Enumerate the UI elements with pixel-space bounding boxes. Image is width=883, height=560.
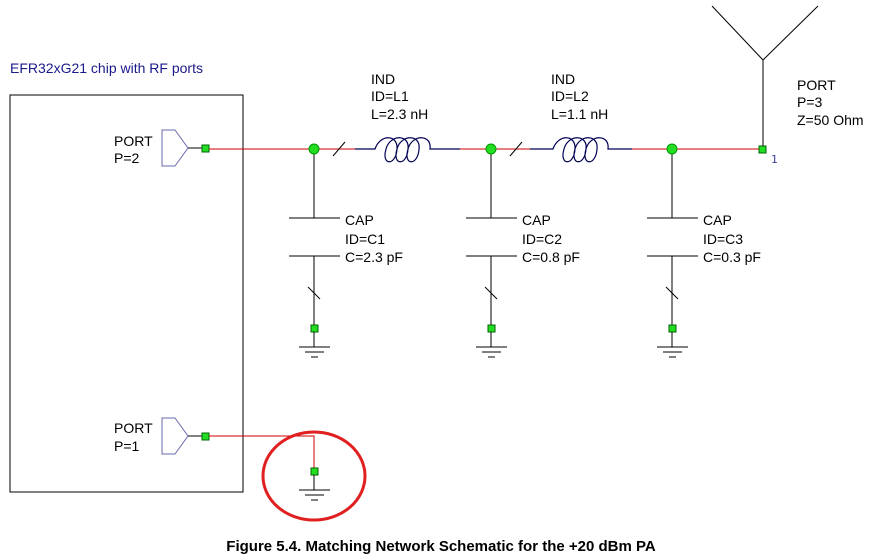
capacitor-c3-pin <box>668 324 677 333</box>
port-3-pin <box>758 145 767 154</box>
port-3-pin-number: 1 <box>771 153 778 166</box>
capacitor-c2-id: ID=C2 <box>522 231 562 247</box>
junction-node-3 <box>666 143 678 155</box>
capacitor-c1: CAP ID=C1 C=2.3 pF <box>289 150 403 358</box>
port-1-number: P=1 <box>114 438 140 454</box>
capacitor-c3-id: ID=C3 <box>703 231 743 247</box>
capacitor-c2: CAP ID=C2 C=0.8 pF <box>466 150 580 358</box>
capacitor-c3-type: CAP <box>703 212 732 228</box>
wire-port1-to-ground <box>209 435 315 468</box>
inductor-l1-value: L=2.3 nH <box>371 106 428 122</box>
inductor-l2-id: ID=L2 <box>551 88 589 104</box>
inductor-l2: IND ID=L2 L=1.1 nH <box>509 71 632 163</box>
port-3-number: P=3 <box>797 94 823 110</box>
capacitor-c2-value: C=0.8 pF <box>522 249 580 265</box>
inductor-l1-type: IND <box>371 71 395 87</box>
antenna-icon <box>711 5 819 146</box>
ground-icon <box>299 332 330 358</box>
inductor-l1: IND ID=L1 L=2.3 nH <box>332 71 460 163</box>
chip-label: EFR32xG21 chip with RF ports <box>10 60 203 76</box>
capacitor-c1-value: C=2.3 pF <box>345 249 403 265</box>
port-3: 1 PORT P=3 Z=50 Ohm <box>711 5 864 166</box>
chip-box <box>9 94 244 493</box>
capacitor-c3: CAP ID=C3 C=0.3 pF <box>647 150 761 358</box>
junction-node-1 <box>308 143 320 155</box>
inductor-l2-value: L=1.1 nH <box>551 106 608 122</box>
port-1-ground <box>299 467 330 501</box>
inductor-l1-id: ID=L1 <box>371 88 409 104</box>
port-2-number: P=2 <box>114 150 140 166</box>
ground-icon <box>476 332 507 358</box>
port-3-impedance: Z=50 Ohm <box>797 112 864 128</box>
capacitor-c1-id: ID=C1 <box>345 231 385 247</box>
capacitor-c2-type: CAP <box>522 212 551 228</box>
capacitor-c2-pin <box>487 324 496 333</box>
ground-icon <box>299 475 330 501</box>
port-3-label: PORT <box>797 77 836 93</box>
capacitor-c3-value: C=0.3 pF <box>703 249 761 265</box>
port-1: PORT P=1 <box>114 417 210 455</box>
figure-caption: Figure 5.4. Matching Network Schematic f… <box>226 538 656 555</box>
port-1-pin <box>201 432 210 441</box>
inductor-l2-type: IND <box>551 71 575 87</box>
ground-pin <box>310 467 319 476</box>
port-2: PORT P=2 <box>114 129 210 167</box>
junction-node-2 <box>485 143 497 155</box>
capacitor-c1-pin <box>310 324 319 333</box>
port-2-pin <box>201 144 210 153</box>
capacitor-c1-type: CAP <box>345 212 374 228</box>
port-1-label: PORT <box>114 420 153 436</box>
highlight-circle <box>261 430 367 522</box>
ground-icon <box>657 332 688 358</box>
port-2-label: PORT <box>114 133 153 149</box>
